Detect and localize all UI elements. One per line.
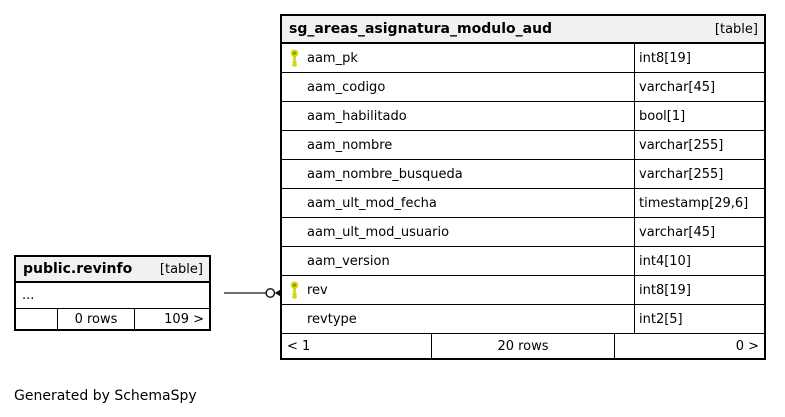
column-name: aam_nombre <box>307 137 393 153</box>
column-name-cell: aam_version <box>282 247 635 275</box>
column-name-cell: aam_nombre_busqueda <box>282 160 635 188</box>
column-name: aam_habilitado <box>307 108 407 124</box>
table-row: aam_habilitado bool[1] <box>282 102 764 131</box>
column-type: varchar[45] <box>639 79 716 95</box>
column-name-cell: aam_pk <box>282 44 635 72</box>
column-name-cell: aam_nombre <box>282 131 635 159</box>
ellipsis-label: ... <box>22 288 35 303</box>
column-name: revtype <box>307 311 357 327</box>
column-type: int8[19] <box>639 282 691 298</box>
generated-by-caption: Generated by SchemaSpy <box>14 388 197 404</box>
table-header[interactable]: sg_areas_asignatura_modulo_aud [table] <box>282 16 764 44</box>
circle-and-arrow-connector-icon <box>224 288 282 298</box>
column-name: aam_version <box>307 253 390 269</box>
column-type: int8[19] <box>639 50 691 66</box>
table-row: aam_pk int8[19] <box>282 44 764 73</box>
column-name-cell: aam_codigo <box>282 73 635 101</box>
table-row: rev int8[19] <box>282 276 764 305</box>
table-title[interactable]: sg_areas_asignatura_modulo_aud <box>289 21 553 37</box>
column-name-cell: revtype <box>282 305 635 333</box>
table-sg-areas-asignatura-modulo-aud: sg_areas_asignatura_modulo_aud [table] a… <box>280 14 766 360</box>
table-row: aam_version int4[10] <box>282 247 764 276</box>
footer-children-count <box>16 309 58 329</box>
collapsed-columns-row: ... <box>16 283 209 309</box>
column-name: aam_nombre_busqueda <box>307 166 463 182</box>
footer-row-count: 0 rows <box>58 309 135 329</box>
column-name: aam_pk <box>307 50 358 66</box>
column-type: varchar[255] <box>639 137 724 153</box>
table-row: aam_nombre_busqueda varchar[255] <box>282 160 764 189</box>
table-public-revinfo: public.revinfo [table] ... 0 rows 109 > <box>14 255 211 331</box>
primary-key-icon <box>289 49 307 67</box>
column-name-cell: aam_ult_mod_usuario <box>282 218 635 246</box>
main-table-rows: aam_pk int8[19] aam_codigo varchar[45] aam_h… <box>282 44 764 334</box>
footer-parents-count: 109 > <box>164 311 204 327</box>
table-header[interactable]: public.revinfo [table] <box>16 257 209 283</box>
table-row: aam_nombre varchar[255] <box>282 131 764 160</box>
table-type-badge: [table] <box>159 261 203 277</box>
column-name: aam_codigo <box>307 79 386 95</box>
table-row: aam_codigo varchar[45] <box>282 73 764 102</box>
column-type: varchar[255] <box>639 166 724 182</box>
column-name: aam_ult_mod_usuario <box>307 224 450 240</box>
table-footer: 0 rows 109 > <box>16 309 209 329</box>
table-row: revtype int2[5] <box>282 305 764 334</box>
footer-parents-count: 0 > <box>735 338 759 354</box>
table-title[interactable]: public.revinfo <box>23 261 133 277</box>
column-type: varchar[45] <box>639 224 716 240</box>
column-type: int4[10] <box>639 253 691 269</box>
column-name-cell: rev <box>282 276 635 304</box>
column-name-cell: aam_habilitado <box>282 102 635 130</box>
column-type: int2[5] <box>639 311 683 327</box>
column-name: aam_ult_mod_fecha <box>307 195 437 211</box>
table-type-badge: [table] <box>714 21 758 37</box>
column-type: bool[1] <box>639 108 686 124</box>
column-name-cell: aam_ult_mod_fecha <box>282 189 635 217</box>
primary-key-icon <box>289 281 307 299</box>
relationship-connector <box>222 285 282 301</box>
table-row: aam_ult_mod_fecha timestamp[29,6] <box>282 189 764 218</box>
table-row: aam_ult_mod_usuario varchar[45] <box>282 218 764 247</box>
footer-children-count: < 1 <box>282 334 432 358</box>
column-type: timestamp[29,6] <box>639 195 749 211</box>
table-footer: < 1 20 rows 0 > <box>282 334 764 358</box>
footer-row-count: 20 rows <box>432 334 615 358</box>
column-name: rev <box>307 282 328 298</box>
